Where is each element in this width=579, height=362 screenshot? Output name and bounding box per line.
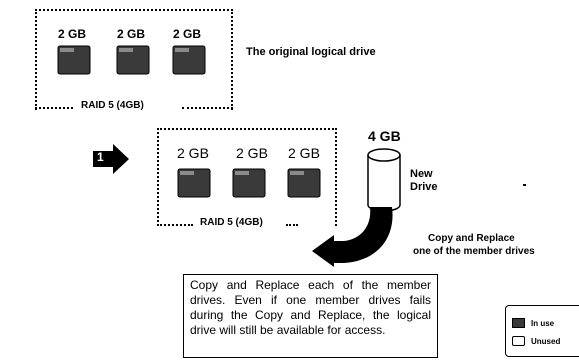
copy-replace-arrow-icon — [290, 205, 400, 272]
arrow-caption-line2: one of the member drives — [413, 246, 535, 257]
original-raid-box-bottom-left — [35, 107, 73, 109]
replace-drive-3-size: 2 GB — [288, 145, 320, 161]
replace-raid-label: RAID 5 (4GB) — [197, 217, 266, 228]
replace-raid-box — [157, 128, 337, 226]
replace-drive-1-icon — [177, 168, 211, 198]
original-drive-1-icon — [57, 45, 91, 75]
original-raid-label: RAID 5 (4GB) — [78, 100, 147, 111]
new-drive-label-line1: New — [410, 168, 433, 180]
replace-drive-1-size: 2 GB — [177, 145, 209, 161]
original-raid-box — [35, 9, 233, 110]
unused-swatch-icon — [512, 336, 525, 346]
note-text: Copy and Replace each of the member driv… — [190, 278, 431, 337]
legend-unused: Unused — [512, 336, 560, 346]
original-drive-1-size: 2 GB — [58, 27, 87, 41]
new-drive-size: 4 GB — [368, 128, 401, 144]
replace-raid-box-bottom-left — [157, 224, 193, 226]
original-caption: The original logical drive — [246, 46, 376, 58]
step-1-arrow-icon — [93, 144, 129, 179]
arrow-caption-line1: Copy and Replace — [428, 233, 515, 244]
in-use-swatch-icon — [512, 318, 525, 328]
legend-in-use: In use — [512, 318, 554, 328]
original-drive-3-size: 2 GB — [173, 27, 202, 41]
original-drive-3-icon — [172, 45, 206, 75]
note-box: Copy and Replace each of the member driv… — [183, 274, 438, 358]
new-drive-label-line2: Drive — [410, 181, 438, 193]
legend-in-use-label: In use — [531, 318, 555, 328]
original-raid-box-bottom-right — [182, 107, 233, 109]
replace-drive-3-icon — [287, 168, 321, 198]
dot-mark — [523, 184, 526, 186]
replace-raid-box-bottom-right — [286, 224, 298, 226]
original-drive-2-icon — [116, 45, 150, 75]
replace-drive-2-size: 2 GB — [236, 145, 268, 161]
legend: In use Unused — [505, 305, 579, 357]
original-drive-2-size: 2 GB — [117, 27, 146, 41]
replace-drive-2-icon — [232, 168, 266, 198]
step-1-number: 1 — [97, 150, 104, 164]
legend-unused-label: Unused — [531, 336, 561, 346]
